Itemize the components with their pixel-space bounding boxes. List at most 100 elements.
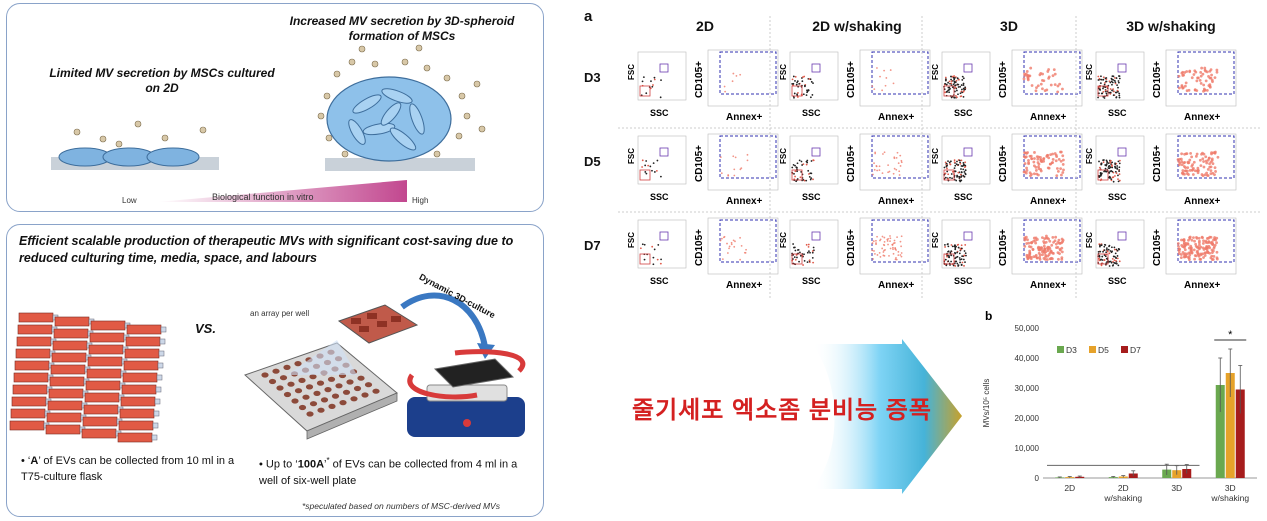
column-head-3d-shaking: 3D w/shaking <box>1126 18 1216 34</box>
svg-text:FSC: FSC <box>627 148 636 164</box>
svg-text:FSC: FSC <box>1085 148 1094 164</box>
low-label: Low <box>122 196 137 205</box>
x-tick-label: 3D <box>1225 483 1236 493</box>
x-tick-label: w/shaking <box>1210 493 1249 503</box>
row-head-d3: D3 <box>584 70 601 85</box>
column-head-2d-shaking: 2D w/shaking <box>812 18 902 34</box>
high-label: High <box>412 196 429 205</box>
bar-d3 <box>1215 385 1225 478</box>
array-label: an array per well <box>250 309 310 318</box>
flow-plot-cell: FSC SSC CD105+ Annex+ <box>931 49 1083 123</box>
svg-text:FSC: FSC <box>931 148 940 164</box>
row-head-d7: D7 <box>584 238 601 253</box>
svg-text:CD105+: CD105+ <box>998 229 1009 266</box>
column-head-2d: 2D <box>696 18 714 34</box>
svg-text:SSC: SSC <box>1108 276 1127 286</box>
flow-plot-cell: FSC SSC CD105+ Annex+ <box>627 133 779 207</box>
svg-text:CD105+: CD105+ <box>1152 145 1163 182</box>
summary-panel-2d-vs-3d: Limited MV secretion by MSCs cultured on… <box>6 3 544 212</box>
flow-plot-cell: FSC SSC CD105+ Annex+ <box>931 133 1083 207</box>
svg-text:CD105+: CD105+ <box>694 229 705 266</box>
svg-text:Annex+: Annex+ <box>1030 112 1067 123</box>
svg-text:SSC: SSC <box>1108 108 1127 118</box>
legend-swatch <box>1089 346 1096 353</box>
svg-text:Annex+: Annex+ <box>1030 280 1067 291</box>
svg-text:CD105+: CD105+ <box>694 61 705 98</box>
svg-text:FSC: FSC <box>931 232 940 248</box>
y-tick-label: 50,000 <box>1015 324 1040 333</box>
svg-text:CD105+: CD105+ <box>846 145 857 182</box>
svg-text:CD105+: CD105+ <box>846 229 857 266</box>
legend-label: D5 <box>1098 345 1109 355</box>
svg-text:CD105+: CD105+ <box>694 145 705 182</box>
right-title: Increased MV secretion by 3D-spheroid fo… <box>289 14 515 43</box>
y-tick-label: 40,000 <box>1015 354 1040 363</box>
footnote: *speculated based on numbers of MSC-deri… <box>302 501 500 511</box>
flow-plot-cell: FSC SSC CD105+ Annex+ <box>1085 133 1237 207</box>
x-tick-label: 3D <box>1171 483 1182 493</box>
svg-text:FSC: FSC <box>779 64 788 80</box>
x-tick-label: w/shaking <box>1103 493 1142 503</box>
svg-text:SSC: SSC <box>954 108 973 118</box>
svg-text:FSC: FSC <box>931 64 940 80</box>
korean-caption: 줄기세포 엑소좀 분비능 증폭 <box>632 397 932 424</box>
flow-plot-cell: FSC SSC CD105+ Annex+ <box>931 217 1083 291</box>
svg-text:FSC: FSC <box>779 148 788 164</box>
svg-text:FSC: FSC <box>627 232 636 248</box>
panel-b-label: b <box>985 309 992 323</box>
legend-swatch <box>1121 346 1128 353</box>
y-tick-label: 30,000 <box>1015 384 1040 393</box>
bar-d5 <box>1225 373 1235 478</box>
svg-text:SSC: SSC <box>1108 192 1127 202</box>
flow-plot-cell: FSC SSC CD105+ Annex+ <box>627 217 779 291</box>
bullet-dot-left: • <box>21 455 28 467</box>
svg-text:FSC: FSC <box>627 64 636 80</box>
svg-text:SSC: SSC <box>954 192 973 202</box>
svg-text:SSC: SSC <box>954 276 973 286</box>
svg-text:Annex+: Annex+ <box>1184 112 1221 123</box>
msc-2d-illustration <box>51 44 486 202</box>
svg-text:CD105+: CD105+ <box>1152 229 1163 266</box>
svg-text:SSC: SSC <box>650 192 669 202</box>
svg-text:Annex+: Annex+ <box>726 112 763 123</box>
y-tick-label: 10,000 <box>1015 444 1040 453</box>
svg-text:FSC: FSC <box>1085 232 1094 248</box>
y-tick-label: 0 <box>1035 474 1040 483</box>
svg-text:Annex+: Annex+ <box>1030 196 1067 207</box>
y-tick-label: 20,000 <box>1015 414 1040 423</box>
svg-text:Annex+: Annex+ <box>1184 196 1221 207</box>
svg-text:CD105+: CD105+ <box>998 61 1009 98</box>
row-head-d5: D5 <box>584 154 601 169</box>
svg-text:Annex+: Annex+ <box>878 196 915 207</box>
svg-text:SSC: SSC <box>802 108 821 118</box>
svg-text:SSC: SSC <box>802 276 821 286</box>
svg-text:SSC: SSC <box>650 276 669 286</box>
production-panel: Efficient scalable production of therape… <box>6 224 544 517</box>
gradient-label: Biological function in vitro <box>212 192 314 202</box>
significance-star: * <box>1228 329 1233 341</box>
x-tick-label: 2D <box>1064 483 1075 493</box>
svg-text:Annex+: Annex+ <box>878 280 915 291</box>
bullet-dot-right: • <box>259 458 266 471</box>
svg-text:Annex+: Annex+ <box>726 196 763 207</box>
svg-text:FSC: FSC <box>779 232 788 248</box>
svg-text:CD105+: CD105+ <box>998 145 1009 182</box>
vs-label: VS. <box>195 321 216 336</box>
svg-text:SSC: SSC <box>802 192 821 202</box>
svg-text:Annex+: Annex+ <box>726 280 763 291</box>
y-axis-label: MVs/10⁵ cells <box>982 379 991 428</box>
svg-text:CD105+: CD105+ <box>1152 61 1163 98</box>
svg-text:Annex+: Annex+ <box>878 112 915 123</box>
left-title: Limited MV secretion by MSCs cultured on… <box>49 66 275 95</box>
bullet-left: • ‘A’ of EVs can be collected from 10 ml… <box>21 455 235 483</box>
bar-d7 <box>1235 389 1245 478</box>
x-tick-label: 2D <box>1118 483 1129 493</box>
flask-stack-illustration <box>9 292 526 443</box>
legend-swatch <box>1057 346 1064 353</box>
bullet-right: • Up to ‘100A’* of EVs can be collected … <box>259 456 518 487</box>
column-head-3d: 3D <box>1000 18 1018 34</box>
